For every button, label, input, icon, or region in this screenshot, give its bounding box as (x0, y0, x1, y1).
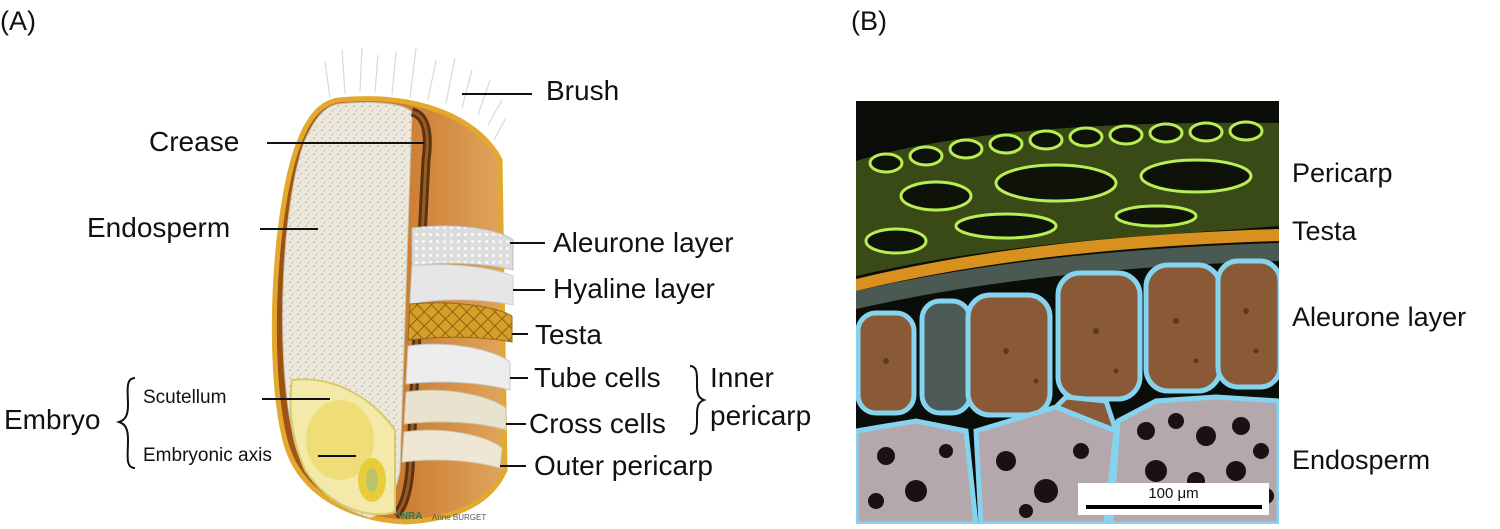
panel-a-letter: (A) (0, 6, 36, 36)
label-b-endosperm: Endosperm (1292, 445, 1431, 475)
label-endosperm: Endosperm (87, 212, 231, 243)
label-brush: Brush (546, 75, 620, 106)
label-cross-cells: Cross cells (529, 408, 666, 439)
label-inner: Inner (710, 362, 774, 393)
grain-diagram (115, 47, 707, 525)
label-embryonic-axis: Embryonic axis (143, 445, 272, 466)
label-pericarp: pericarp (710, 400, 812, 431)
micrograph (856, 101, 1279, 524)
label-b-aleurone-layer: Aleurone layer (1292, 302, 1467, 332)
scalebar-line (1086, 505, 1262, 509)
panel-b-letter: (B) (851, 6, 887, 36)
pointer-lines (260, 93, 545, 467)
label-b-testa: Testa (1292, 216, 1357, 246)
brush-hairs (324, 47, 507, 141)
bran-layers (401, 225, 514, 469)
label-scutellum: Scutellum (143, 387, 227, 408)
label-embryo: Embryo (4, 404, 101, 435)
label-b-pericarp: Pericarp (1292, 158, 1393, 188)
inner-pericarp-brace (689, 365, 707, 435)
label-crease: Crease (149, 126, 240, 157)
scalebar-background (1078, 483, 1269, 515)
artist-signature: Anne BURGET (432, 513, 487, 522)
inra-logo: INRA (398, 511, 423, 522)
embryo-brace (115, 377, 136, 469)
label-testa: Testa (535, 319, 602, 350)
label-tube-cells: Tube cells (534, 362, 661, 393)
scalebar-label: 100 μm (1148, 485, 1199, 502)
micrograph-image (856, 101, 1279, 524)
label-outer-pericarp: Outer pericarp (534, 450, 713, 481)
scutellum-shape (306, 400, 374, 480)
label-aleurone-layer: Aleurone layer (553, 227, 734, 258)
label-hyaline-layer: Hyaline layer (553, 273, 715, 304)
